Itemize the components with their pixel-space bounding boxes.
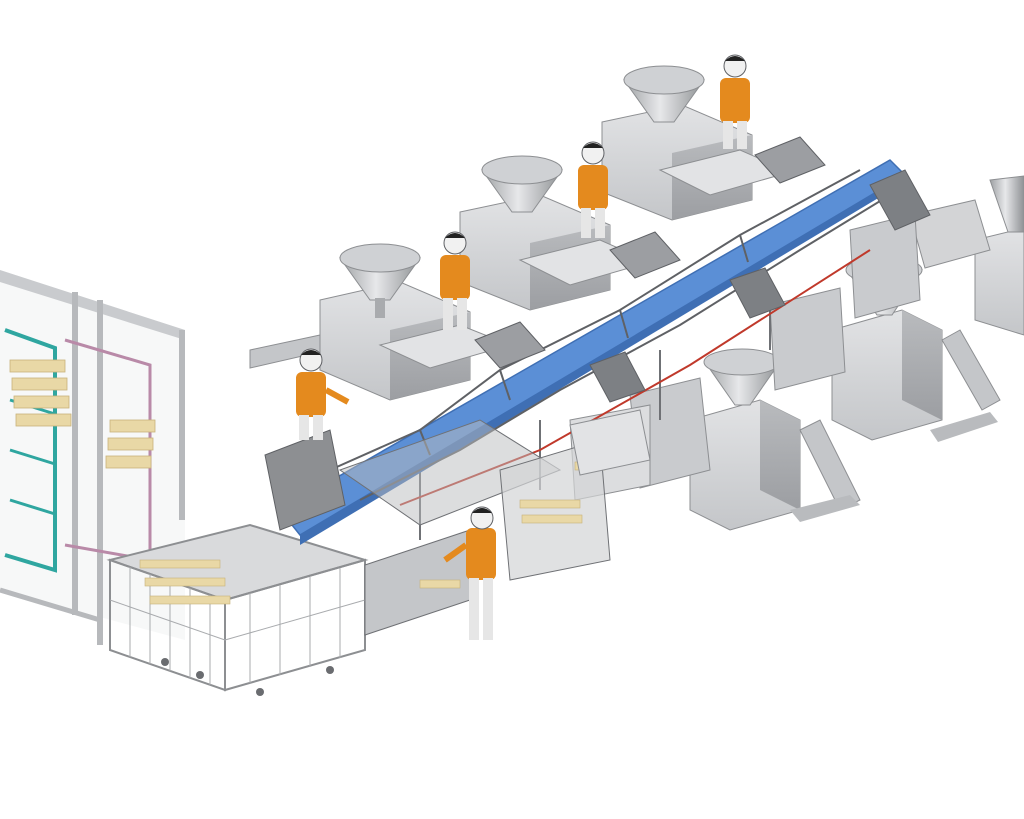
filler-machine-4 — [689, 348, 861, 531]
filler-machine-1 — [249, 243, 512, 401]
worker-1 — [440, 231, 470, 330]
worker-figures — [296, 54, 750, 640]
loading-station — [264, 409, 651, 636]
worker-5 — [443, 506, 496, 640]
worker-4 — [296, 348, 350, 440]
filler-machine-6 — [909, 175, 1024, 336]
filler-machine-3 — [601, 65, 792, 221]
worker-2 — [578, 141, 608, 238]
hanging-sausage-rows — [9, 359, 156, 469]
smoking-rack-frame — [0, 270, 185, 645]
worker-3 — [720, 54, 750, 149]
